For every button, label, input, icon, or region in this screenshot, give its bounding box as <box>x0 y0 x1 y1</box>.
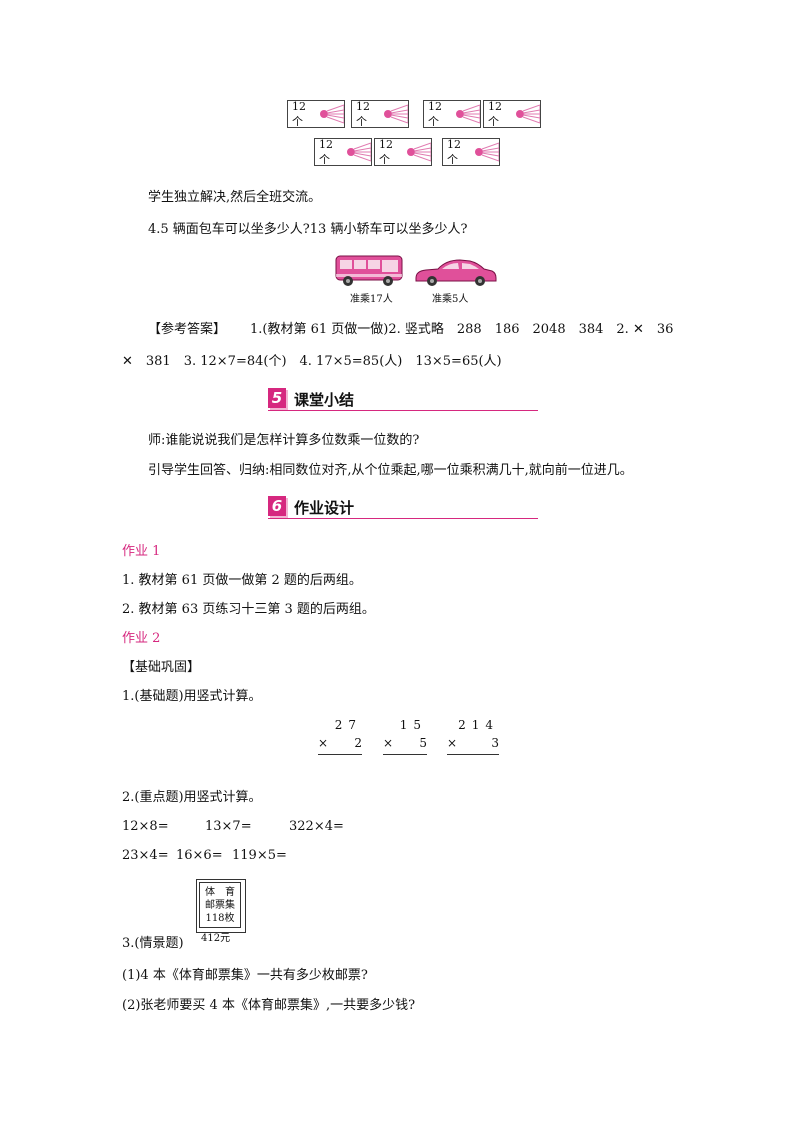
shuttlecock-count: 12个 <box>447 137 461 166</box>
stamp-book-line: 118枚 <box>205 913 235 924</box>
answer-line-2: ✕ 381 3. 12×7=84(个) 4. 17×5=85(人) 13×5=6… <box>122 354 502 369</box>
stamp-book-line: 邮票集 <box>205 900 235 911</box>
vertical-calc: 214 × 3 <box>447 718 499 758</box>
calc-item: 13×7= <box>205 819 252 834</box>
shuttlecock-count: 12个 <box>356 99 370 128</box>
question-3-part-1: (1)4 本《体育邮票集》一共有多少枚邮票? <box>122 968 368 983</box>
calc-item: 23×4= <box>122 848 169 863</box>
homework-1-item-1: 1. 教材第 61 页做一做第 2 题的后两组。 <box>122 573 362 588</box>
answer-label: 【参考答案】 <box>148 322 227 337</box>
shuttlecock-count: 12个 <box>292 99 306 128</box>
shuttlecock-icon <box>455 104 480 124</box>
answer-line-1: 1.(教材第 61 页做一做)2. 竖式略 288 186 2048 384 2… <box>250 322 674 337</box>
section-number: 6 <box>268 496 286 516</box>
stamp-book-price: 412元 <box>201 933 231 944</box>
question-3: 3.(情景题) <box>122 936 184 951</box>
question-3-part-2: (2)张老师要买 4 本《体育邮票集》,一共要多少钱? <box>122 998 416 1013</box>
basic-section-label: 【基础巩固】 <box>122 660 201 675</box>
calc-item: 16×6= <box>176 848 223 863</box>
shuttlecock-icon <box>319 104 344 124</box>
section-rule <box>268 518 538 519</box>
shuttlecock-count: 12个 <box>319 137 333 166</box>
stamp-book: 体 育 邮票集 118枚 <box>199 882 241 928</box>
car-icon <box>415 259 497 286</box>
shuttlecock-box: 12个 <box>351 100 409 128</box>
shuttlecock-icon <box>474 142 499 162</box>
section-title: 作业设计 <box>294 499 355 517</box>
calc-item: 322×4= <box>289 819 344 834</box>
car-caption: 准乘5人 <box>432 294 469 305</box>
calc-item: 119×5= <box>232 848 287 863</box>
homework-2-title: 作业 2 <box>122 631 161 646</box>
stamp-book-frame <box>196 879 246 933</box>
section-number: 5 <box>268 388 286 408</box>
shuttlecock-icon <box>383 104 408 124</box>
bus-caption: 准乘17人 <box>350 294 393 305</box>
question-1: 1.(基础题)用竖式计算。 <box>122 689 262 704</box>
section-5-heading: 5 课堂小结 <box>268 388 538 414</box>
vertical-calc: 27 × 2 <box>318 718 362 758</box>
shuttlecock-icon <box>346 142 371 162</box>
summary-answer: 引导学生回答、归纳:相同数位对齐,从个位乘起,哪一位乘积满几十,就向前一位进几。 <box>148 463 633 478</box>
section-rule <box>268 410 538 411</box>
shuttlecock-count: 12个 <box>379 137 393 166</box>
shuttlecock-count: 12个 <box>488 99 502 128</box>
shuttlecock-icon <box>406 142 431 162</box>
shuttlecock-box: 12个 <box>483 100 541 128</box>
vertical-calc: 15 × 5 <box>383 718 427 758</box>
instruction-text: 学生独立解决,然后全班交流。 <box>148 190 322 205</box>
summary-question: 师:谁能说说我们是怎样计算多位数乘一位数的? <box>148 433 420 448</box>
stamp-book-line: 体 育 <box>205 887 235 898</box>
section-title: 课堂小结 <box>294 391 355 409</box>
shuttlecock-box: 12个 <box>287 100 345 128</box>
bus-icon <box>335 255 403 286</box>
section-6-heading: 6 作业设计 <box>268 496 538 522</box>
question-2: 2.(重点题)用竖式计算。 <box>122 790 262 805</box>
homework-1-title: 作业 1 <box>122 544 161 559</box>
shuttlecock-box: 12个 <box>423 100 481 128</box>
shuttlecock-box: 12个 <box>374 138 432 166</box>
shuttlecock-box: 12个 <box>314 138 372 166</box>
shuttlecock-box: 12个 <box>442 138 500 166</box>
shuttlecock-count: 12个 <box>428 99 442 128</box>
homework-1-item-2: 2. 教材第 63 页练习十三第 3 题的后两组。 <box>122 602 375 617</box>
calc-item: 12×8= <box>122 819 169 834</box>
question-4: 4.5 辆面包车可以坐多少人?13 辆小轿车可以坐多少人? <box>148 222 468 237</box>
shuttlecock-icon <box>515 104 540 124</box>
